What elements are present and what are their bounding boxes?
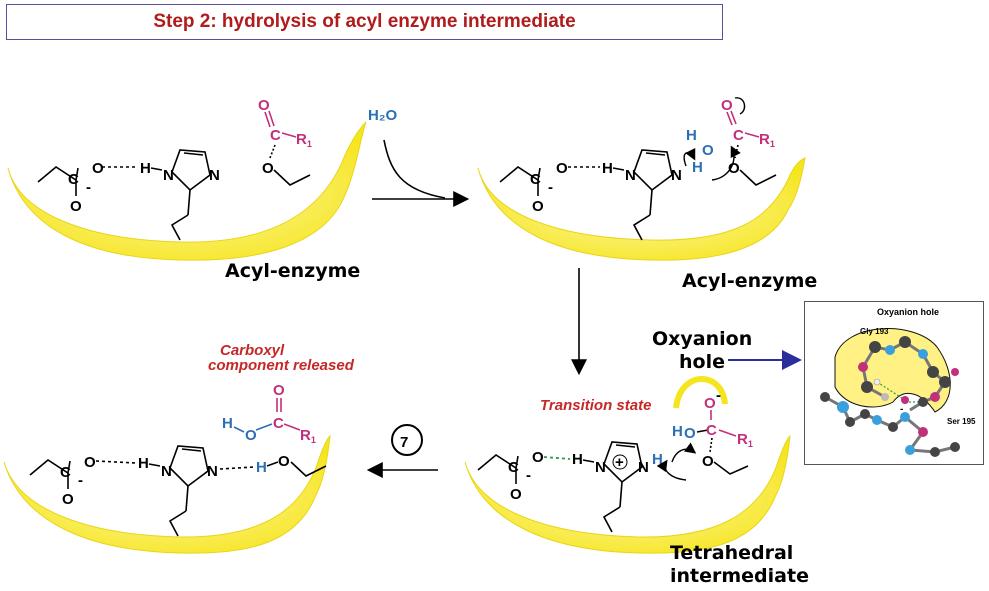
atom-r1: R1 <box>300 427 316 445</box>
enzyme-surface <box>3 434 331 554</box>
atom-h: H <box>602 160 613 177</box>
atom-h: H <box>692 159 703 176</box>
inset-gly-label: Gly 193 <box>860 327 889 336</box>
atom-o: O <box>62 491 74 508</box>
atom-n: N <box>161 463 172 480</box>
charge-minus: - <box>86 179 91 196</box>
atom-h: H <box>256 459 267 476</box>
panel-acyl-enzyme-2: O O C - H N N H O H O C R1 O A <box>477 97 817 292</box>
panel-tetrahedral-intermediate: Transition state O O C - H N N + H H O C… <box>464 376 809 587</box>
atom-c: C <box>508 459 519 476</box>
atom-h: H <box>140 160 151 177</box>
label-acyl-enzyme: Acyl-enzyme <box>225 260 360 282</box>
atom-o: O <box>556 160 568 177</box>
atom-h: H <box>672 423 683 440</box>
label-transition-state: Transition state <box>540 397 651 414</box>
atom-n: N <box>625 167 636 184</box>
atom-o: O <box>728 160 740 177</box>
atom-c: C <box>68 171 79 188</box>
charge-minus: - <box>548 179 553 196</box>
label-carboxyl: Carboxyl <box>220 342 285 359</box>
atom-o: O <box>721 97 733 114</box>
enzyme-surface <box>7 121 367 261</box>
step-7-arrow: 7 <box>366 424 438 478</box>
atom-c: C <box>706 422 717 439</box>
panel-acyl-enzyme-1: O O C - H N N O C R1 O Acyl-enzyme <box>7 97 367 282</box>
atom-o: O <box>273 382 285 399</box>
atom-n: N <box>671 167 682 184</box>
atom-o: O <box>702 453 714 470</box>
panel-product-release: Carboxyl component released O C R1 O H O… <box>3 342 355 554</box>
label-acyl-enzyme: Acyl-enzyme <box>682 270 817 292</box>
oxyanion-hole-inset: Oxyanion hole Gly 193 Ser 195 - <box>804 301 984 465</box>
label-tetrahedral: Tetrahedral <box>670 542 793 564</box>
atom-h: H <box>652 451 663 468</box>
atom-n: N <box>207 463 218 480</box>
label-component-released: component released <box>208 357 355 374</box>
atom-o: O <box>92 160 104 177</box>
oxyanion-hole-arc <box>673 376 728 409</box>
inset-charge: - <box>900 404 903 415</box>
inset-title: Oxyanion hole <box>877 307 939 317</box>
atom-n: N <box>638 459 649 476</box>
atom-c: C <box>273 415 284 432</box>
title-box: Step 2: hydrolysis of acyl enzyme interm… <box>6 4 723 40</box>
atom-c: C <box>733 127 744 144</box>
atom-o: O <box>278 453 290 470</box>
water-addition-arrow: H₂O <box>368 107 470 207</box>
enzyme-surface <box>477 157 806 261</box>
atom-r1: R1 <box>737 431 753 449</box>
atom-o: O <box>245 427 257 444</box>
atom-c: C <box>530 171 541 188</box>
atom-o: O <box>532 198 544 215</box>
atom-o: O <box>84 454 96 471</box>
water-label: H₂O <box>368 107 397 124</box>
atom-n: N <box>163 167 174 184</box>
atom-h: H <box>138 455 149 472</box>
label-intermediate: intermediate <box>670 565 809 587</box>
atom-c: C <box>270 127 281 144</box>
label-oxyanion: Oxyanion <box>652 328 752 350</box>
atom-o: O <box>510 486 522 503</box>
charge-minus: - <box>526 467 531 484</box>
atom-o: O <box>704 395 716 412</box>
atom-h: H <box>686 127 697 144</box>
label-hole: hole <box>679 351 725 373</box>
charge-minus: - <box>716 387 721 404</box>
charge-minus: - <box>78 472 83 489</box>
enzyme-surface <box>464 434 791 554</box>
atom-o: O <box>702 142 714 159</box>
atom-o: O <box>70 198 82 215</box>
inset-ser-label: Ser 195 <box>947 417 976 426</box>
charge-plus: + <box>615 454 624 471</box>
atom-h: H <box>222 415 233 432</box>
page-title: Step 2: hydrolysis of acyl enzyme interm… <box>153 11 576 32</box>
step-number: 7 <box>400 434 408 451</box>
atom-n: N <box>595 459 606 476</box>
atom-n: N <box>209 167 220 184</box>
atom-c: C <box>60 464 71 481</box>
atom-r1: R1 <box>759 131 775 149</box>
atom-o: O <box>262 160 274 177</box>
atom-o: O <box>258 97 270 114</box>
atom-r1: R1 <box>296 131 312 149</box>
atom-o: O <box>684 425 696 442</box>
atom-o: O <box>532 449 544 466</box>
atom-h: H <box>572 451 583 468</box>
inset-figure: Oxyanion hole Gly 193 Ser 195 - <box>820 307 976 457</box>
